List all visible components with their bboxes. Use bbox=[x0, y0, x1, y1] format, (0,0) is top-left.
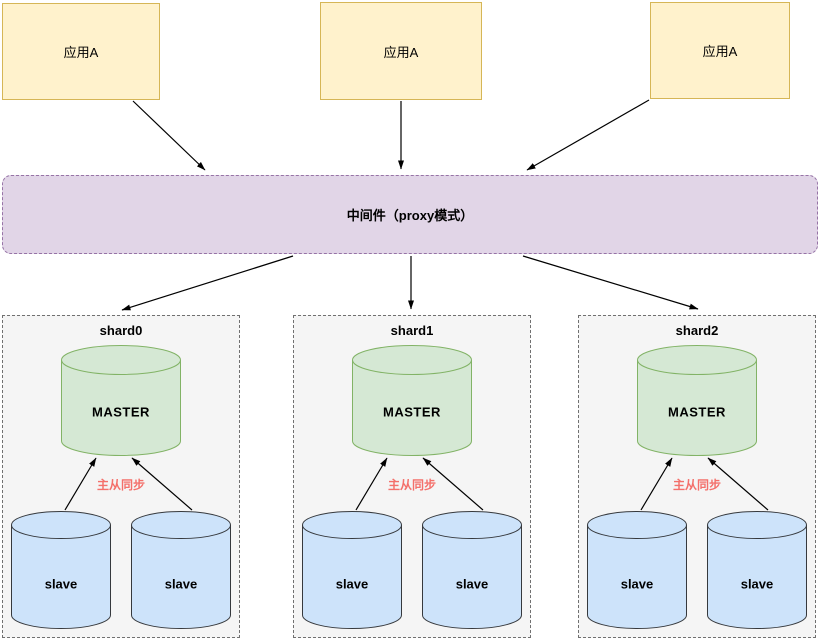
master-label: MASTER bbox=[383, 404, 441, 420]
sync-label: 主从同步 bbox=[96, 478, 145, 492]
database-cylinder-icon bbox=[637, 345, 757, 456]
database-cylinder-icon bbox=[587, 511, 687, 629]
database-cylinder-icon bbox=[707, 511, 807, 629]
database-cylinder-icon bbox=[11, 511, 111, 629]
master-label: MASTER bbox=[92, 404, 150, 420]
master-label: MASTER bbox=[668, 404, 726, 420]
app-label: 应用A bbox=[383, 44, 419, 60]
arrow-middleware-to-shard2 bbox=[522, 255, 699, 310]
arrow-app3-to-middleware bbox=[526, 99, 650, 171]
shard-title: shard1 bbox=[390, 323, 434, 338]
master-db-cylinder: MASTER bbox=[352, 345, 472, 456]
slave-db-cylinder: slave bbox=[11, 511, 111, 629]
slave-db-cylinder: slave bbox=[707, 511, 807, 629]
master-db-cylinder: MASTER bbox=[61, 345, 181, 456]
database-cylinder-icon bbox=[422, 511, 522, 629]
slave-label: slave bbox=[740, 576, 774, 592]
app-box-2: 应用A bbox=[320, 2, 482, 100]
slave-label: slave bbox=[44, 576, 78, 592]
slave-label: slave bbox=[455, 576, 489, 592]
sync-label: 主从同步 bbox=[387, 478, 436, 492]
app-label: 应用A bbox=[702, 44, 738, 59]
shard-title: shard0 bbox=[99, 323, 143, 338]
app-box-1: 应用A bbox=[2, 3, 160, 100]
database-cylinder-icon bbox=[302, 511, 402, 629]
shard-group-1: shard1 MASTER 主从同步 slave slave bbox=[293, 315, 531, 638]
slave-db-cylinder: slave bbox=[302, 511, 402, 629]
database-cylinder-icon bbox=[352, 345, 472, 456]
arrow-middleware-to-shard0 bbox=[121, 255, 294, 311]
middleware-label: 中间件（proxy模式） bbox=[346, 208, 474, 223]
slave-db-cylinder: slave bbox=[131, 511, 231, 629]
slave-label: slave bbox=[620, 576, 654, 592]
slave-db-cylinder: slave bbox=[587, 511, 687, 629]
master-db-cylinder: MASTER bbox=[637, 345, 757, 456]
slave-db-cylinder: slave bbox=[422, 511, 522, 629]
sync-label: 主从同步 bbox=[672, 478, 721, 492]
app-label: 应用A bbox=[63, 45, 99, 60]
middleware-bar: 中间件（proxy模式） bbox=[2, 175, 818, 254]
slave-label: slave bbox=[164, 576, 198, 592]
shard-group-2: shard2 MASTER 主从同步 slave slave bbox=[578, 315, 816, 638]
database-cylinder-icon bbox=[61, 345, 181, 456]
shard-title: shard2 bbox=[675, 323, 719, 338]
app-box-3: 应用A bbox=[650, 2, 790, 99]
shard-group-0: shard0 MASTER 主从同步 slave slave bbox=[2, 315, 240, 638]
arrow-app1-to-middleware bbox=[132, 100, 206, 171]
slave-label: slave bbox=[335, 576, 369, 592]
database-cylinder-icon bbox=[131, 511, 231, 629]
